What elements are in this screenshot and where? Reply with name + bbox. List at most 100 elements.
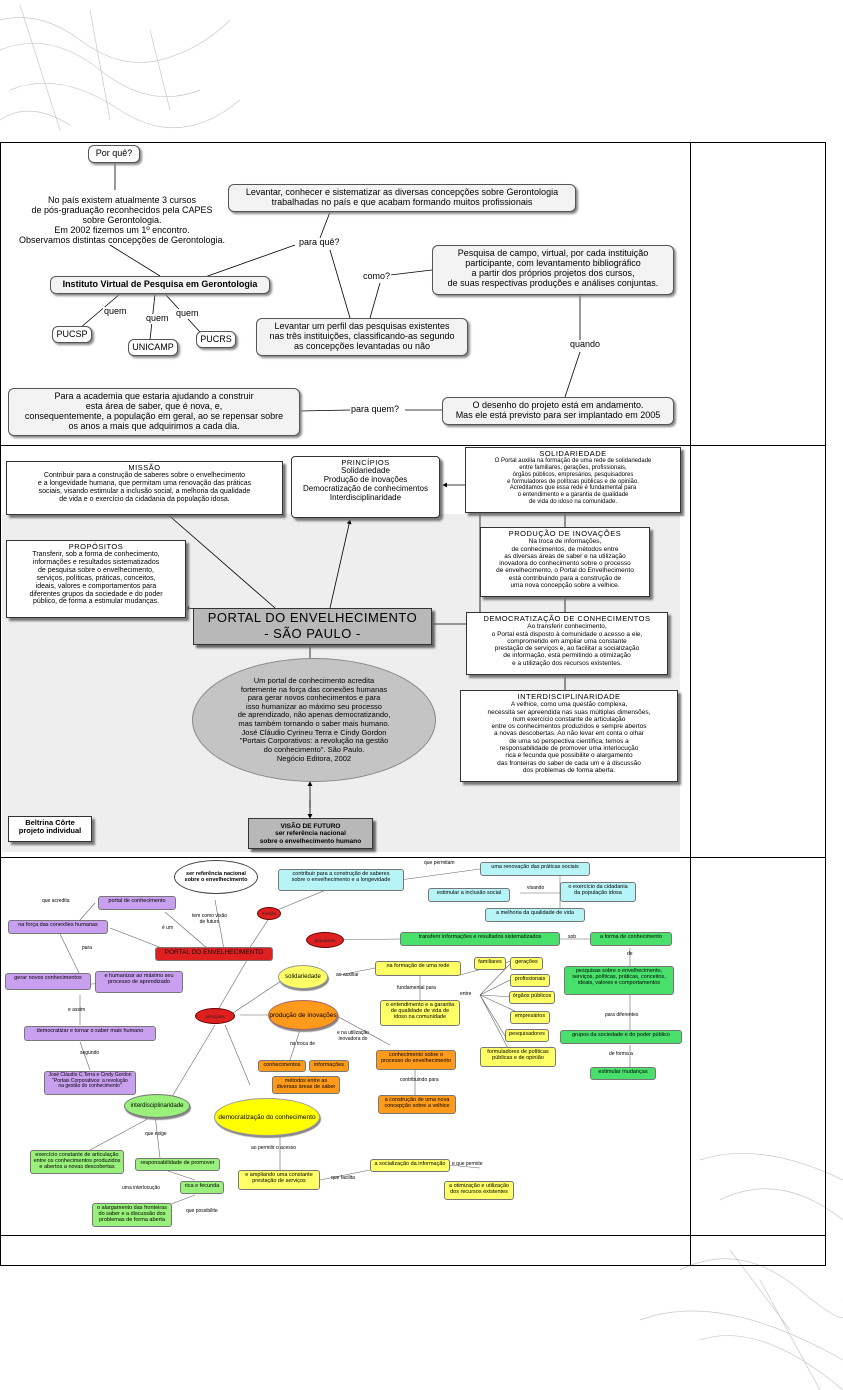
context-line: No país existem atualmente 3 cursos (47, 195, 197, 205)
construcao-line: concepção sobre a velhice (384, 1103, 450, 1110)
exercicio-line: da população idosa (574, 890, 622, 897)
pesquisas-line: serviços, políticas, práticas, conceitos… (572, 974, 666, 981)
quem-label: quem (145, 313, 170, 324)
missao-text: missão (261, 911, 277, 916)
conhecimento-sobre-line: processo do envelhecimento (380, 1058, 451, 1065)
ao-permitir-label: ao permitir o acesso (251, 1145, 297, 1151)
pesquisa-line: de suas respectivas produções e análises… (447, 278, 659, 289)
portal-conhecimento-node: portal de conhecimento (98, 896, 176, 910)
missao-line: e a longevidade humana, que permitam uma… (37, 480, 252, 488)
humanizar-line: processo de aprendizado (108, 979, 170, 986)
visao-box: VISÃO DE FUTURO ser referência nacional … (248, 818, 373, 849)
propositos-node: propósitos (306, 932, 344, 948)
portal-title-line: PORTAL DO ENVELHECIMENTO (207, 610, 418, 625)
portal-text: PORTAL DO ENVELHECIMENTO (164, 949, 264, 956)
producao-title: PRODUÇÃO DE INOVAÇÕES (508, 529, 622, 538)
como-label: como? (362, 271, 392, 282)
gerar-text: gerar novos conhecimentos (14, 975, 82, 981)
instituto-text: Instituto Virtual de Pesquisa em Geronto… (62, 279, 258, 289)
missao-title: MISSÃO (128, 463, 161, 472)
estimular-node: estimular a inclusão social (428, 888, 510, 902)
responsabilidade-text: responsabilidade de promover (140, 1160, 215, 1166)
desenho-line: O desenho do projeto está em andamento. (472, 400, 644, 410)
academia-line: Para a academia que estaria ajudando a c… (54, 391, 254, 401)
instituto-node: Instituto Virtual de Pesquisa em Geronto… (50, 276, 270, 294)
perfil-line: Levantar um perfil das pesquisas existen… (274, 321, 450, 331)
quote-ellipse: Um portal de conhecimento acredita forte… (192, 658, 436, 782)
context-line: Observamos distintas concepções de Geron… (18, 235, 226, 246)
que-permitam-label: que permitam (424, 860, 455, 866)
missao-line: sociais, visando estimular a inclusão so… (38, 488, 251, 496)
principios-node: princípios (195, 1008, 235, 1024)
quote-line: Negócio Editora, 2002 (276, 753, 352, 763)
autor-line: projeto individual (18, 826, 82, 836)
quem-label: quem (175, 308, 200, 319)
geracoes-text: gerações (515, 959, 538, 965)
portal-title-line: - SÃO PAULO - (264, 625, 361, 641)
quote-line: do conhecimento". São Paulo. (263, 744, 365, 754)
e-na-utilizacao-line: inovadora do (338, 1035, 368, 1042)
otimizacao-line: a otimização e utilização (449, 1183, 509, 1189)
quote-line: Um portal de conhecimento acredita (253, 675, 375, 685)
democratizacao-line: e a utilização dos recursos existentes. (512, 659, 622, 667)
democratizar-text: democratizar e tornar o saber mais human… (36, 1028, 144, 1034)
familiares-text: familiares (478, 959, 502, 965)
solidariedade-line: O Portal auxilia na formação de uma rede… (494, 458, 652, 465)
missao-line: de vida e o exercício da cidadania da po… (59, 495, 230, 503)
context-line: Em 2002 fizemos um 1º encontro. (54, 225, 190, 236)
rede-node: na formação de uma rede (375, 961, 461, 976)
producao-line: está contribuindo para a construção de (508, 574, 622, 582)
producao-line: as diversas áreas de saber e na utilizaç… (504, 552, 626, 560)
principios-line: Produção de inovações (323, 475, 408, 485)
visando-label: visando (527, 885, 545, 891)
estimular-mudancas-node: estimular mudanças (590, 1067, 656, 1080)
academia-line: consequentemente, a população em geral, … (24, 411, 284, 422)
propositos-box: PROPÓSITOS Transferir, sob a forma de co… (6, 540, 186, 618)
pesquisa-line: a partir dos próprios projetos dos curso… (471, 268, 635, 279)
transferir-text: transferir informações e resultados sist… (418, 934, 542, 940)
propositos-line: Transferir, sob a forma de conhecimento, (32, 551, 160, 559)
tem-como-line: tem como visão (192, 913, 228, 919)
interdisciplinaridade-line: rica e fecunda que possibilite o alargam… (505, 752, 633, 760)
democratizacao-line: comprometido em ampliar uma constante (507, 637, 627, 645)
propositos-line: ideais, valores e comportamentos para (35, 582, 157, 590)
interdisciplinaridade-line: das fronteiras do saber de cada um e à d… (497, 759, 641, 767)
ser-ref-line: ser referência nacional (186, 870, 246, 877)
table-row-divider (0, 445, 826, 446)
interdisciplinaridade-line: A velhice, como uma questão complexa, (510, 701, 628, 709)
alargamento-line: problemas de forma aberta (98, 1217, 166, 1224)
rica-node: rica e fecunda (180, 1181, 224, 1194)
que-possibilite-label: que possibilite (186, 1208, 218, 1214)
democratizacao-title: DEMOCRATIZAÇÃO DE CONHECIMENTOS (483, 614, 651, 623)
interdisciplinaridade-box: INTERDISCIPLINARIDADE A velhice, como um… (460, 690, 678, 782)
transferir-node: transferir informações e resultados sist… (400, 932, 560, 946)
que-facilita-label: que facilita (331, 1175, 355, 1181)
solidariedade-line: entre familiares, gerações, profissionai… (519, 465, 627, 472)
alargamento-line: do saber e a discussão dos (98, 1211, 166, 1218)
autor-line: Beltrina Côrte (25, 818, 75, 827)
melhoria-node: a melhoria da qualidade de vida (485, 908, 585, 922)
renovacao-node: uma renovação das práticas sociais (480, 862, 590, 876)
quote-line: "Portais Corporativos: a revolução na ge… (239, 736, 389, 746)
otimizacao-line: dos recursos existentes (450, 1189, 508, 1196)
forca-node: na força das conexões humanas (8, 920, 108, 934)
pucsp-text: PUCSP (56, 329, 88, 339)
visao-line: sobre o envelhecimento humano (259, 837, 362, 845)
jose-line: na gestão do conhecimento" (58, 1083, 122, 1089)
interdisciplinaridade-node: interdisciplinaridade (124, 1094, 190, 1118)
pesquisas-node: pesquisas sobre o envelhecimento,serviço… (564, 966, 674, 995)
quem-label: quem (103, 306, 128, 317)
quote-line: para gerar novos conhecimentos e para (247, 693, 381, 703)
e-que-permite-label: e que permite (452, 1161, 483, 1167)
propositos-line: informações e resultados sistematizados (32, 559, 160, 567)
quote-line: mas também tornando o saber mais humano. (238, 719, 390, 728)
producao-node: produção de inovações (268, 1000, 338, 1030)
estimular-mudancas-text: estimular mudanças (598, 1069, 648, 1075)
